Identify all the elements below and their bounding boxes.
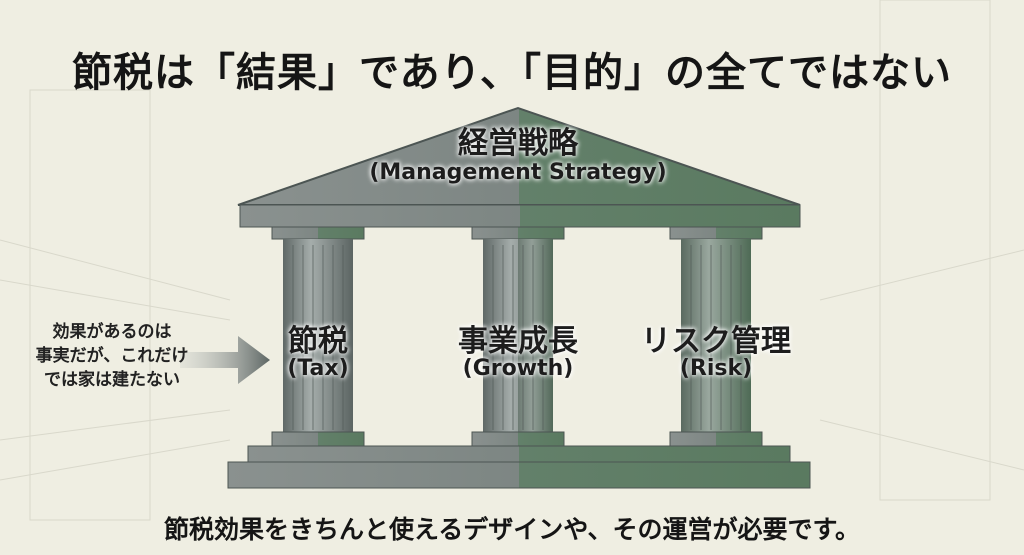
side-note: 効果があるのは 事実だが、これだけ では家は建たない [12,320,212,392]
entablature [239,204,801,228]
base-step-upper [247,445,791,463]
side-note-line: 事実だが、これだけ [35,346,189,366]
side-note-line: では家は建たない [44,370,180,390]
pillar-growth [471,226,565,447]
pillar-growth-label-jp: 事業成長 [458,324,578,359]
arrow-right-icon [180,336,270,384]
pillar-tax-label-jp: 節税 [288,324,348,359]
page-title: 節税は「結果」であり、「目的」の全てではない [72,50,952,96]
pillar-tax [271,226,365,447]
roof-label-jp: 経営戦略 [458,126,578,161]
background-lines [0,0,1024,521]
pillar-tax-label-en: (Tax) [287,356,349,381]
base-step-lower [227,461,811,489]
roof-label-en: (Management Strategy) [369,160,667,185]
pillar-risk-label-jp: リスク管理 [641,324,791,359]
pillar-risk-label-en: (Risk) [679,356,753,381]
footer-caption: 節税効果をきちんと使えるデザインや、その運営が必要です。 [163,515,860,544]
pillar-risk [669,226,763,447]
pillar-growth-label-en: (Growth) [462,356,574,381]
side-note-line: 効果があるのは [52,322,172,342]
